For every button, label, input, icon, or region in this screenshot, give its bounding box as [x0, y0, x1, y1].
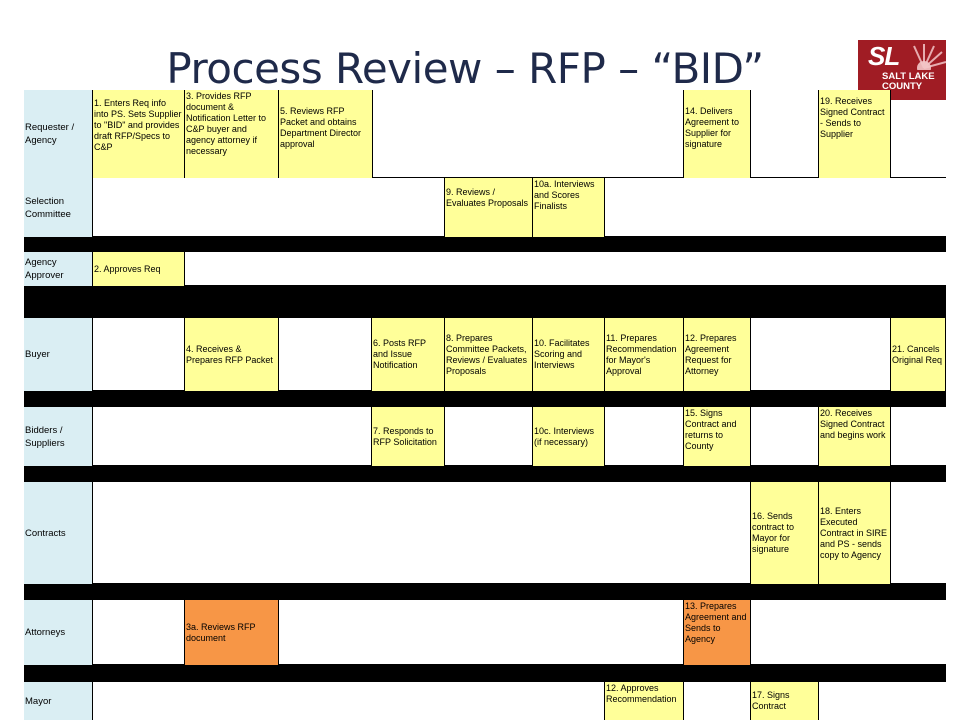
- lane-divider: [24, 584, 946, 600]
- step-6: 6. Posts RFP and Issue Notification: [371, 318, 445, 391]
- step-16: 16. Sends contract to Mayor for signatur…: [750, 482, 819, 584]
- lane-bidders: [24, 407, 946, 466]
- lane-label-bidders: Bidders / Suppliers: [24, 407, 93, 466]
- step-17: 17. Signs Contract: [750, 682, 819, 720]
- step-15: 15. Signs Contract and returns to County: [683, 407, 751, 466]
- step-11: 11. Prepares Recommendation for Mayor's …: [604, 318, 684, 391]
- step-5: 5. Reviews RFP Packet and obtains Depart…: [278, 90, 373, 178]
- step-12-mayor: 12. Approves Recommendation: [604, 682, 684, 720]
- step-8: 8. Prepares Committee Packets, Reviews /…: [444, 318, 533, 391]
- step-21: 21. Cancels Original Req: [890, 318, 946, 391]
- lane-contracts: [24, 482, 946, 584]
- step-7: 7. Responds to RFP Solicitation: [371, 407, 445, 466]
- lane-divider: [24, 391, 946, 407]
- lane-approver: [24, 252, 946, 286]
- step-4: 4. Receives & Prepares RFP Packet: [184, 318, 279, 391]
- step-3: 3. Provides RFP document & Notification …: [184, 90, 279, 178]
- logo-initials: SL: [868, 41, 900, 71]
- lane-label-buyer: Buyer: [24, 318, 93, 391]
- lane-divider: [24, 286, 946, 318]
- logo-text: SALT LAKE COUNTY: [882, 72, 946, 92]
- step-10c: 10c. Interviews (if necessary): [532, 407, 605, 466]
- step-12-buyer: 12. Prepares Agreement Request for Attor…: [683, 318, 751, 391]
- logo-line1: SALT LAKE: [882, 71, 935, 82]
- lane-label-attorneys: Attorneys: [24, 600, 93, 665]
- page-title: Process Review – RFP – “BID”: [166, 44, 764, 93]
- step-2: 2. Approves Req: [92, 252, 185, 286]
- lane-requester: [24, 90, 946, 178]
- sun-rays-icon: [858, 44, 946, 100]
- lane-label-approver: Agency Approver: [24, 252, 93, 286]
- step-9: 9. Reviews / Evaluates Proposals: [444, 178, 533, 237]
- step-13: 13. Prepares Agreement and Sends to Agen…: [683, 600, 751, 665]
- step-19: 19. Receives Signed Contract - Sends to …: [818, 90, 891, 178]
- step-10: 10. Facilitates Scoring and Interviews: [532, 318, 605, 391]
- lane-attorneys: [24, 600, 946, 665]
- salt-lake-county-logo: SL SALT LAKE COUNTY: [858, 40, 946, 100]
- step-14: 14. Delivers Agreement to Supplier for s…: [683, 90, 751, 178]
- lane-label-mayor: Mayor: [24, 682, 93, 720]
- lane-divider: [24, 466, 946, 482]
- lane-label-selection: Selection Committee: [24, 178, 93, 237]
- lane-label-requester: Requester / Agency: [24, 90, 93, 178]
- step-20: 20. Receives Signed Contract and begins …: [818, 407, 891, 466]
- logo-line2: COUNTY: [882, 81, 923, 92]
- step-18: 18. Enters Executed Contract in SIRE and…: [818, 482, 891, 584]
- step-10a: 10a. Interviews and Scores Finalists: [532, 178, 605, 237]
- lane-divider: [24, 237, 946, 252]
- lane-label-contracts: Contracts: [24, 482, 93, 584]
- step-1: 1. Enters Req info into PS. Sets Supplie…: [92, 90, 185, 178]
- step-3a: 3a. Reviews RFP document: [184, 600, 279, 665]
- lane-divider: [24, 665, 946, 682]
